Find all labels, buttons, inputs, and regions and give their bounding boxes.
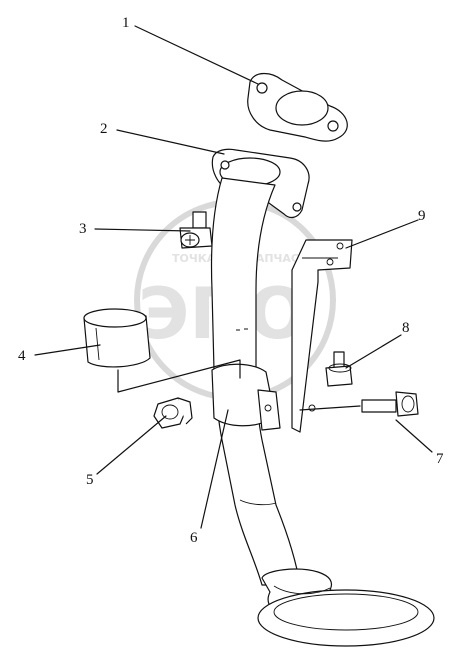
bolt-part-7 [361,391,419,417]
callout-8: 8 [402,320,410,336]
bracket-part-9 [291,239,353,433]
callout-1: 1 [122,15,130,31]
leader-lines [34,25,433,529]
strainer-bell [257,568,435,647]
callout-9: 9 [418,208,426,224]
clamp-part-6 [211,363,281,431]
nut-part-5 [153,397,193,429]
bolt-part-3 [179,211,213,249]
callout-7: 7 [436,451,444,467]
watermark-text-left: ТОЧКА [172,252,216,265]
gasket-part-1 [247,72,348,142]
callout-2: 2 [100,121,108,137]
sleeve-part-4 [83,308,151,368]
callout-5: 5 [86,472,94,488]
callout-3: 3 [79,221,87,237]
bolt-part-8 [325,351,353,387]
callout-labels: 1 2 3 4 5 6 7 8 9 [18,15,444,546]
callout-4: 4 [18,348,26,364]
callout-6: 6 [190,530,198,546]
